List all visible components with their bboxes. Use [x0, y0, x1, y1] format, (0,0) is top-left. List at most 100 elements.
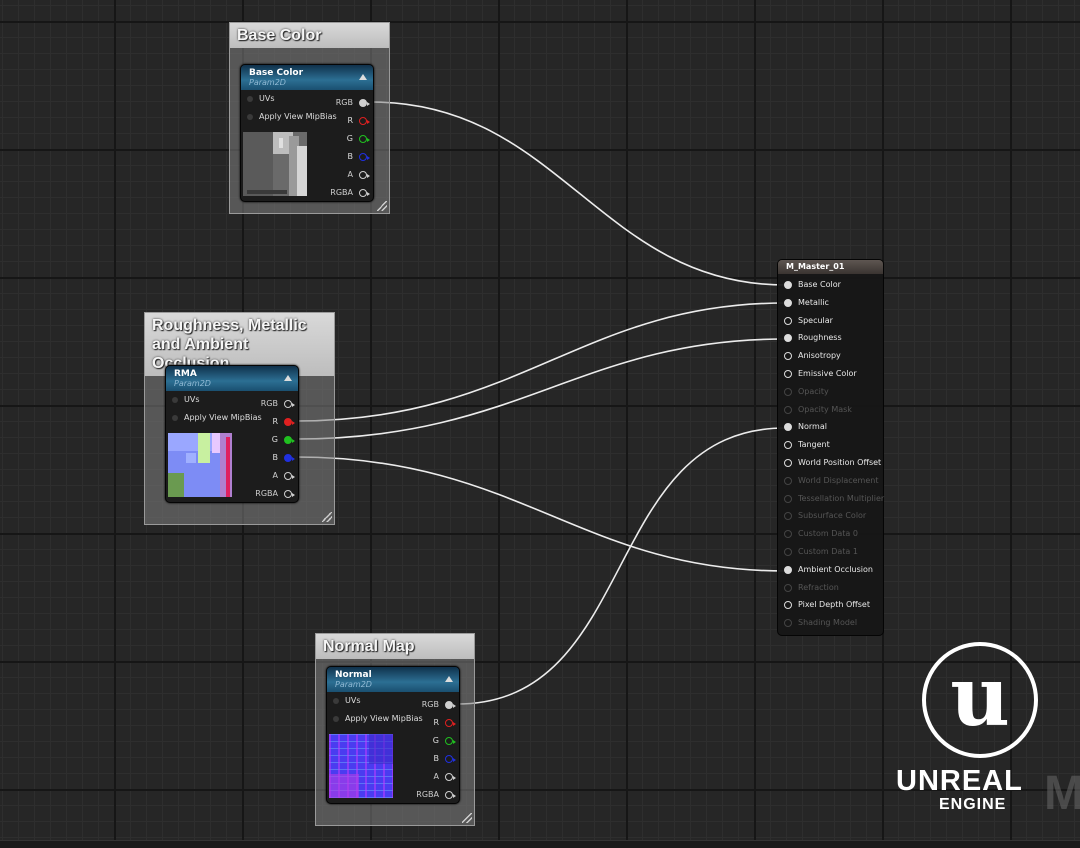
material-pin-ambient-occlusion[interactable]: Ambient Occlusion [784, 561, 873, 579]
pin-ring-icon [784, 548, 792, 556]
input-pin-apply-view-mipbias[interactable]: Apply View MipBias [247, 108, 337, 126]
node-name: RMA [174, 369, 197, 379]
wire-rma-b-to-ambient-occlusion [295, 456, 786, 572]
pin-ring-icon [359, 135, 370, 143]
material-pin-subsurface-color[interactable]: Subsurface Color [784, 507, 866, 525]
resize-grip[interactable] [462, 813, 472, 823]
output-pin-rgba[interactable]: RGBA [330, 184, 370, 202]
pin-ring-icon [784, 370, 792, 378]
collapse-arrow-icon[interactable] [284, 375, 292, 381]
material-pin-emissive-color[interactable]: Emissive Color [784, 365, 857, 383]
pin-ring-icon [784, 352, 792, 361]
material-pin-anisotropy[interactable]: Anisotropy [784, 347, 841, 365]
pin-ring-icon [284, 436, 295, 444]
wire-rma-g-to-roughness [295, 338, 786, 440]
pin-dot-icon [333, 698, 339, 704]
wire-basecolor-rgb-to-base-color [371, 101, 786, 286]
pin-ring-icon [359, 153, 370, 161]
material-pin-world-position-offset[interactable]: World Position Offset [784, 454, 881, 472]
collapse-arrow-icon[interactable] [359, 74, 367, 80]
output-pin-g[interactable]: G [347, 130, 370, 148]
node-type: Param2D [174, 379, 211, 388]
texture-node-normal[interactable]: Normal Param2D UVs Apply View MipBias RG… [326, 666, 460, 804]
logo-word-engine: ENGINE [939, 796, 1007, 813]
texture-thumbnail [168, 433, 232, 497]
pin-dot-icon [172, 397, 178, 403]
comment-title[interactable]: Base Color [230, 23, 389, 48]
pin-ring-icon [445, 755, 456, 763]
material-pin-metallic[interactable]: Metallic [784, 294, 829, 312]
pin-ring-icon [784, 512, 792, 521]
pin-dot-icon [247, 96, 253, 102]
wire-rma-r-to-metallic [295, 302, 786, 422]
output-pin-b[interactable]: B [273, 449, 295, 467]
material-pin-refraction[interactable]: Refraction [784, 579, 839, 597]
pin-ring-icon [784, 565, 792, 574]
pin-ring-icon [784, 298, 792, 307]
input-pin-apply-view-mipbias[interactable]: Apply View MipBias [172, 409, 262, 427]
node-header[interactable]: RMA Param2D [166, 366, 298, 391]
logo-word-unreal: UNREAL [896, 765, 1023, 797]
output-pin-g[interactable]: G [433, 732, 456, 750]
texture-thumbnail [329, 734, 393, 798]
output-pin-b[interactable]: B [434, 750, 456, 768]
material-pin-custom-data-0[interactable]: Custom Data 0 [784, 525, 858, 543]
pin-ring-icon [284, 400, 295, 408]
output-pin-rgba[interactable]: RGBA [255, 485, 295, 503]
output-pin-g[interactable]: G [272, 431, 295, 449]
pin-ring-icon [784, 423, 792, 432]
pin-ring-icon [784, 334, 792, 343]
texture-node-rma[interactable]: RMA Param2D UVs Apply View MipBias RGB R… [165, 365, 299, 503]
pin-ring-icon [284, 472, 295, 480]
output-pin-rgb[interactable]: RGB [422, 696, 456, 714]
output-pin-a[interactable]: A [348, 166, 370, 184]
output-pin-a[interactable]: A [273, 467, 295, 485]
pin-ring-icon [445, 719, 456, 727]
wire-normal-rgb-to-normal [456, 427, 786, 705]
pin-ring-icon [445, 773, 456, 781]
resize-grip[interactable] [377, 201, 387, 211]
material-pin-pixel-depth-offset[interactable]: Pixel Depth Offset [784, 596, 870, 614]
output-pin-r[interactable]: R [433, 714, 456, 732]
node-header[interactable]: Base Color Param2D [241, 65, 373, 90]
collapse-arrow-icon[interactable] [445, 676, 453, 682]
material-pin-roughness[interactable]: Roughness [784, 329, 842, 347]
pin-ring-icon [359, 171, 370, 179]
node-type: Param2D [249, 78, 286, 87]
output-pin-r[interactable]: R [347, 112, 370, 130]
pin-ring-icon [445, 701, 456, 709]
pin-ring-icon [784, 281, 792, 289]
output-pin-a[interactable]: A [434, 768, 456, 786]
output-pin-rgba[interactable]: RGBA [416, 786, 456, 804]
resize-grip[interactable] [322, 512, 332, 522]
pin-ring-icon [784, 387, 792, 396]
input-pin-uvs[interactable]: UVs [333, 692, 361, 710]
input-pin-uvs[interactable]: UVs [247, 90, 275, 108]
input-pin-apply-view-mipbias[interactable]: Apply View MipBias [333, 710, 423, 728]
output-pin-r[interactable]: R [272, 413, 295, 431]
comment-title[interactable]: Normal Map [316, 634, 474, 659]
output-pin-rgb[interactable]: RGB [336, 94, 370, 112]
material-pin-shading-model[interactable]: Shading Model [784, 614, 857, 632]
material-name[interactable]: M_Master_01 [778, 260, 883, 274]
output-pin-rgb[interactable]: RGB [261, 395, 295, 413]
bottom-bar [0, 840, 1080, 848]
material-pin-opacity[interactable]: Opacity [784, 383, 829, 401]
material-pin-base-color[interactable]: Base Color [784, 276, 841, 294]
pin-ring-icon [359, 117, 370, 125]
material-pin-normal[interactable]: Normal [784, 418, 827, 436]
output-pin-b[interactable]: B [348, 148, 370, 166]
pin-ring-icon [784, 441, 792, 450]
input-pin-uvs[interactable]: UVs [172, 391, 200, 409]
node-header[interactable]: Normal Param2D [327, 667, 459, 692]
material-pin-custom-data-1[interactable]: Custom Data 1 [784, 543, 858, 561]
material-pin-world-displacement[interactable]: World Displacement [784, 472, 878, 490]
pin-ring-icon [284, 454, 295, 462]
material-pin-tessellation-multiplier[interactable]: Tessellation Multiplier [784, 490, 884, 508]
material-pin-opacity-mask[interactable]: Opacity Mask [784, 401, 852, 419]
texture-node-base-color[interactable]: Base Color Param2D UVs Apply View MipBia… [240, 64, 374, 202]
pin-ring-icon [784, 601, 792, 610]
material-pin-specular[interactable]: Specular [784, 312, 833, 330]
material-pin-tangent[interactable]: Tangent [784, 436, 830, 454]
